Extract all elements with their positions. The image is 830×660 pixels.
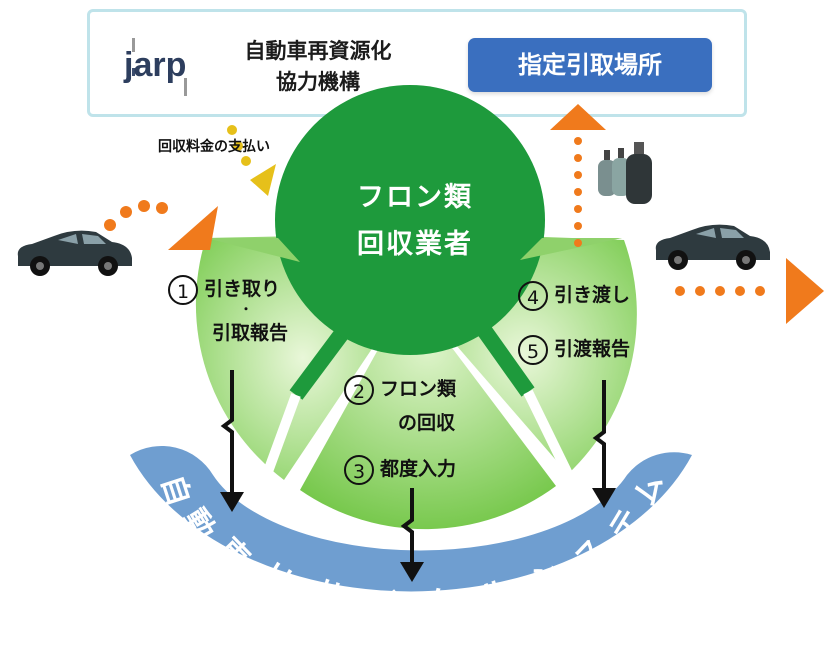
- report-arrow-left: [220, 370, 234, 495]
- step5-label: 5 引渡報告: [518, 334, 630, 365]
- report-arrow-middle: [400, 488, 414, 566]
- step1-number: 1: [168, 274, 198, 305]
- org-name-line1: 自動車再資源化: [244, 39, 392, 63]
- car-icon: [655, 224, 770, 270]
- step1-label: 1 引き取り: [168, 274, 280, 305]
- step2-text-line2: の回収: [398, 412, 456, 434]
- step2-label: 2 フロン類: [344, 374, 456, 405]
- step2-number: 2: [344, 374, 374, 405]
- center-circle: [275, 85, 545, 355]
- center-corner-right: [520, 238, 622, 260]
- step1-text: 引き取り: [204, 278, 281, 300]
- report-arrow-right: [592, 380, 606, 490]
- step4-number: 4: [518, 280, 548, 311]
- step2-text: フロン類: [380, 378, 457, 400]
- to-designated-site-arrow: [550, 104, 606, 247]
- gas-cylinders-icon: [598, 142, 652, 204]
- step3-number: 3: [344, 454, 374, 485]
- car-icon: [17, 230, 132, 276]
- step3-label: 3 都度入力: [344, 454, 456, 485]
- jarp-logo: jarp: [123, 38, 187, 96]
- step4-label: 4 引き渡し: [518, 280, 630, 311]
- step3-text: 都度入力: [380, 458, 457, 480]
- incoming-arrow: [104, 200, 218, 250]
- step4-text: 引き渡し: [554, 284, 631, 306]
- report-arrow-middle-head: [400, 562, 424, 582]
- jarp-header-panel: jarp 自動車再資源化 協力機構 指定引取場所: [87, 9, 747, 117]
- org-name-line2: 協力機構: [276, 70, 360, 94]
- organization-name: 自動車再資源化 協力機構: [218, 36, 418, 98]
- logo-text: jarp: [123, 46, 186, 84]
- outgoing-arrow: [675, 258, 824, 324]
- step5-number: 5: [518, 334, 548, 365]
- report-arrow-left-head: [220, 492, 244, 512]
- report-arrow-right-head: [592, 488, 616, 508]
- step1-report: 引取報告: [212, 322, 289, 344]
- band-char: イ: [367, 584, 401, 622]
- gap-left: [257, 393, 301, 490]
- collector-title-line2: 回収業者: [357, 229, 473, 260]
- step5-text: 引渡報告: [554, 338, 631, 360]
- band-char: ク: [424, 584, 458, 622]
- payment-arrow: [227, 125, 276, 196]
- designated-site-badge: 指定引取場所: [468, 38, 712, 92]
- center-corner-left: [206, 238, 300, 262]
- step1-dot: ・: [240, 302, 253, 316]
- recycling-system-band: [130, 445, 692, 592]
- collector-title-line1: フロン類: [357, 182, 473, 213]
- gap-right: [523, 389, 575, 481]
- payment-label: 回収料金の支払い: [158, 139, 270, 155]
